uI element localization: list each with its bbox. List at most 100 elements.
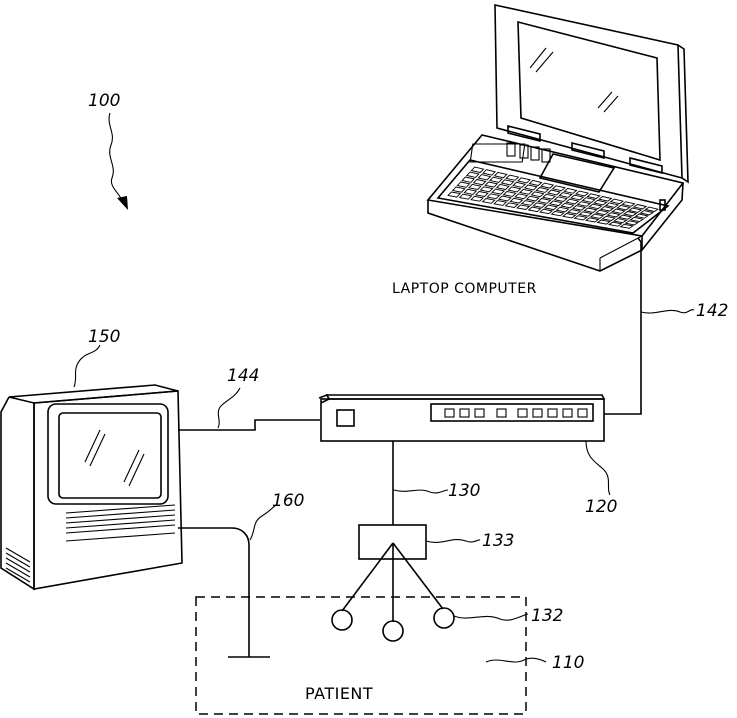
keyboard-key [596,210,608,214]
keyboard-key [543,194,555,199]
laptop-lid [495,5,682,178]
monitor-slot [66,533,175,541]
keyboard-key [571,195,583,200]
ref-label-150: 150 [88,327,120,347]
keyboard-key [563,214,575,218]
electrode [434,608,454,628]
keyboard-key [464,189,476,194]
ground-cable: 160 [178,491,304,657]
interface-unit-body [321,399,604,441]
ref-label-133: 133 [482,531,514,551]
cable-144 [178,420,320,430]
keyboard-key [467,172,479,177]
indicator-led [578,409,587,417]
indicator-led [563,409,572,417]
sensor-assembly: 130 133 132 [332,441,563,641]
keyboard-key [483,170,495,175]
keyboard-key [506,175,518,180]
laptop-base-top [428,135,683,236]
keyboard-key [552,211,564,215]
keyboard-key [476,192,488,197]
keyboard-key [545,205,557,210]
keyboard-key [448,192,460,197]
keyboard-key [634,205,646,209]
monitor-vent [66,515,175,523]
figure-reference: 100 [88,91,128,210]
keyboard-key [621,224,633,228]
screen-glare-line [536,52,553,72]
keyboard-key [502,180,514,185]
keyboard-key [483,199,495,204]
keyboard-key [575,216,587,220]
keyboard-key [629,208,641,212]
ref-120-leader [586,441,610,495]
keyboard-key [619,215,631,219]
keyboard-key [612,209,624,213]
keyboard-key [606,203,618,208]
ref-label-100: 100 [88,91,120,111]
monitor-vent [66,510,175,518]
keyboard-key [626,221,638,225]
laptop-status-display [470,144,525,162]
laptop-caption: LAPTOP COMPUTER [392,281,537,297]
keyboard-key [555,197,567,202]
laptop-base-side [642,183,683,250]
keyboard-key [457,182,469,187]
keyboard-key [471,167,483,172]
keyboard-key [573,206,585,211]
indicator-led [497,409,506,417]
electrode [383,621,403,641]
laptop-computer: LAPTOP COMPUTER [392,5,688,297]
monitor-vent [66,505,175,513]
keyboard-key [557,207,569,212]
keyboard-key [481,187,493,192]
keyboard-key [504,192,516,197]
ref-132-leader [454,614,528,620]
keyboard-key [499,196,511,201]
ref-label-144: 144 [227,366,259,386]
keyboard-key [533,203,545,208]
keyboard-key [614,219,626,223]
keyboard-key [584,208,596,212]
keyboard-key [540,209,552,214]
keyboard-key [578,202,590,207]
keyboard-key [591,214,603,218]
indicator-panel [431,404,593,421]
ref-label-160: 160 [272,491,304,511]
keyboard-key [550,201,562,206]
keyboard-key [617,205,629,210]
electrode-lead [342,543,393,611]
keyboard-key [622,202,634,207]
keyboard-key [589,204,601,209]
screen-glare-line [85,430,100,462]
keyboard-key [564,188,576,193]
keyboard-key [495,172,507,177]
keyboard-key [469,184,481,189]
keyboard-key [492,189,504,194]
indicator-led [518,409,527,417]
ref-label-110: 110 [552,653,584,673]
keyboard-key [561,203,573,208]
keyboard-key [608,213,620,217]
keyboard-key [541,183,553,188]
ref-150-leader [74,345,100,387]
keyboard-key [548,190,560,195]
patient-area: PATIENT 110 [196,597,584,714]
ref-130-leader [394,490,448,493]
keyboard-key [603,216,615,220]
keyboard-key [631,217,643,221]
ref-label-130: 130 [448,481,480,501]
keyboard-key [506,203,518,208]
electrode-lead [393,543,443,609]
ref-label-132: 132 [531,606,563,626]
keyboard-key [527,196,539,201]
keyboard-key [508,187,520,192]
screen-glare-line [530,48,546,68]
indicator-led [460,409,469,417]
keyboard-key [471,196,483,201]
keyboard-key [594,200,606,205]
keyboard-key [510,198,522,203]
keyboard-key [522,201,534,206]
keyboard-key [520,189,532,194]
